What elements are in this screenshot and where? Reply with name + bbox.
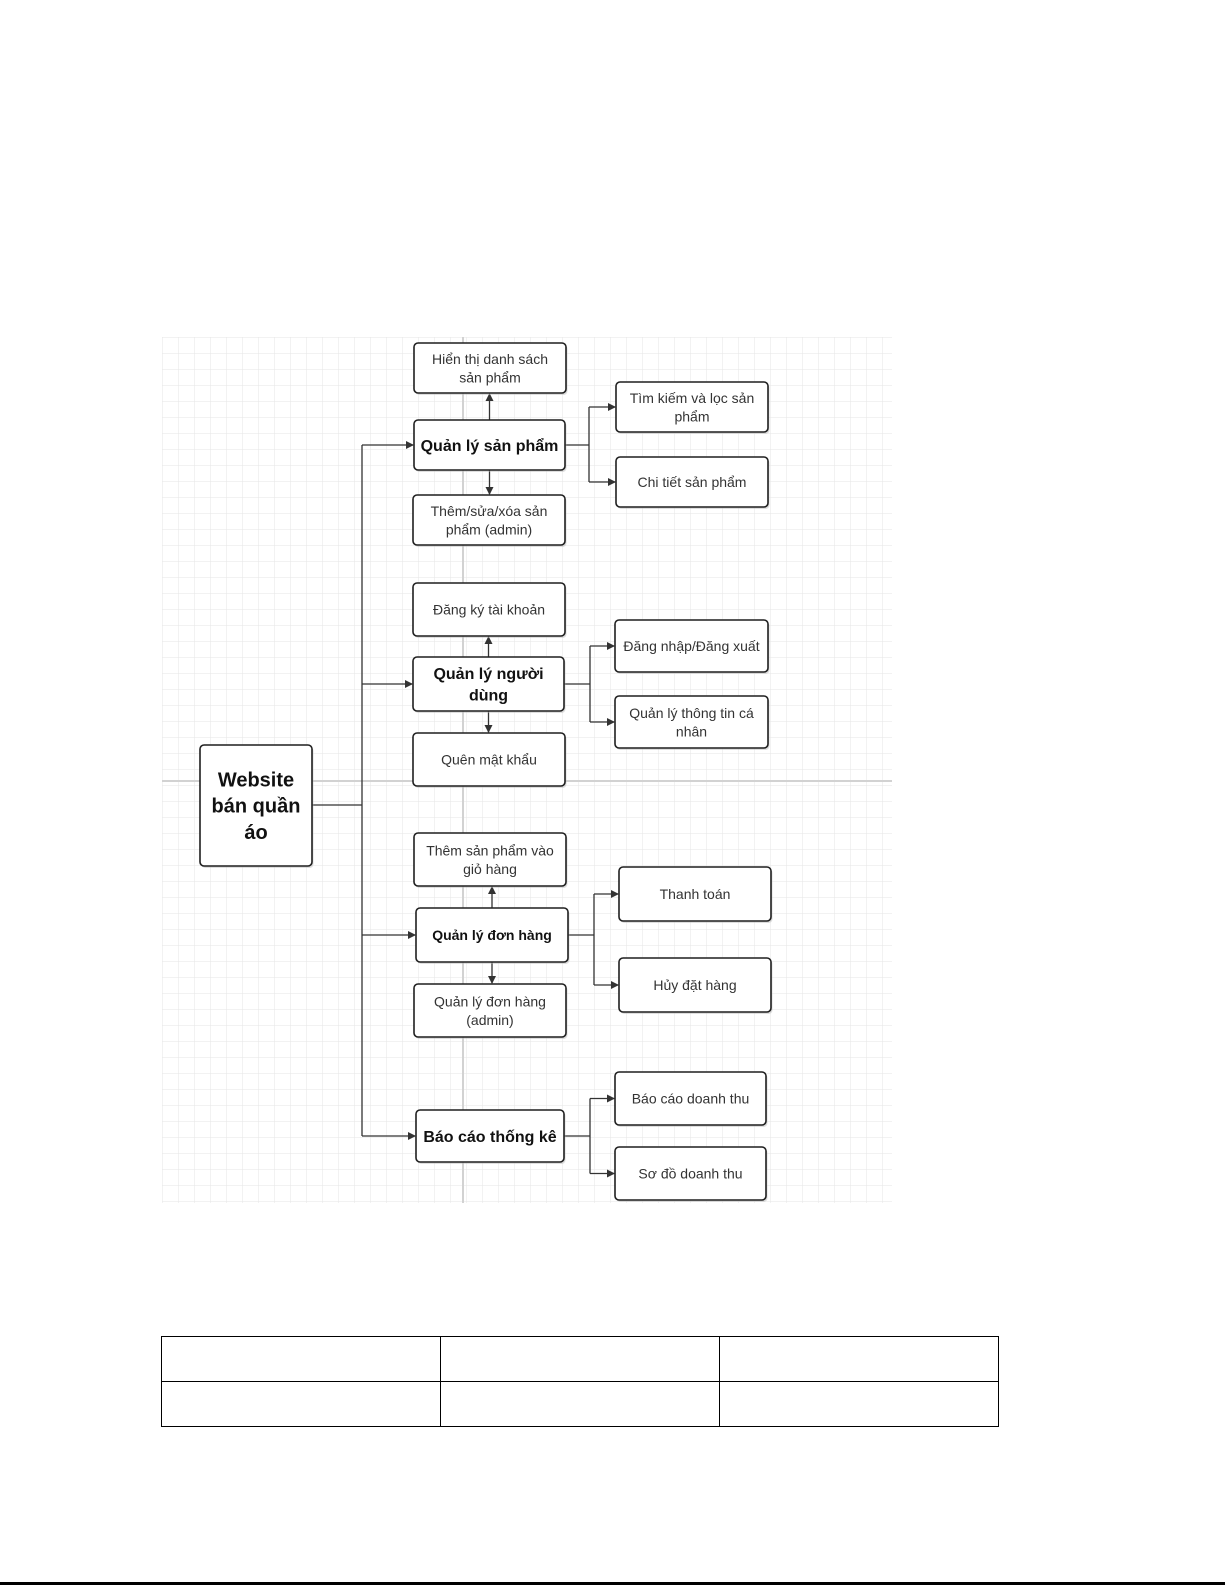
child-node-products-below-text-line: Thêm/sửa/xóa sản (431, 503, 548, 519)
empty-table (161, 1336, 999, 1427)
connector-lines (312, 393, 619, 1178)
child-node-users-right-0: Đăng nhập/Đăng xuất (614, 619, 770, 674)
child-node-users-below: Quên mật khẩu (412, 732, 567, 788)
child-node-products-right-1-text-line: Chi tiết sản phẩm (638, 474, 747, 490)
child-node-orders-above-text-line: Thêm sản phẩm vào (426, 842, 554, 858)
hub-node-products-text-line: Quản lý sản phẩm (421, 437, 559, 455)
child-node-users-right-0-text-line: Đăng nhập/Đăng xuất (623, 638, 759, 654)
child-node-orders-below-text-line: (admin) (466, 1012, 513, 1028)
hub-node-orders: Quản lý đơn hàng (415, 907, 570, 964)
root-node-website: Website bán quần áo (199, 744, 314, 868)
child-node-orders-below-text-line: Quản lý đơn hàng (434, 993, 546, 1009)
child-node-products-right-0: Tìm kiếm và lọc sản phẩm (615, 381, 770, 434)
table-cell (440, 1336, 720, 1382)
table-row (161, 1336, 999, 1382)
child-node-reports-right-0: Báo cáo doanh thu (614, 1071, 768, 1127)
child-node-users-right-1-text-line: nhân (676, 723, 707, 739)
child-node-products-below: Thêm/sửa/xóa sản phẩm (admin) (412, 494, 567, 547)
hub-node-reports: Báo cáo thống kê (415, 1109, 566, 1164)
child-node-orders-right-1-text-line: Hủy đặt hàng (653, 977, 736, 993)
hub-node-users: Quản lý người dùng (412, 656, 566, 713)
table-cell (161, 1381, 441, 1427)
child-node-users-right-1-text-line: Quản lý thông tin cá (629, 705, 754, 721)
child-node-products-above: Hiển thị danh sách sản phẩm (413, 342, 568, 395)
child-node-products-right-0-text-line: Tìm kiếm và lọc sản (630, 390, 754, 406)
child-node-orders-right-0-text-line: Thanh toán (660, 886, 731, 902)
table-cell (440, 1381, 720, 1427)
child-node-users-above: Đăng ký tài khoản (412, 582, 567, 638)
root-node-website-text-line: áo (244, 822, 267, 844)
hub-node-users-text-line: Quản lý người (433, 666, 543, 683)
root-node-website-text-line: bán quần (212, 796, 301, 818)
child-node-products-above-text-line: Hiển thị danh sách (432, 351, 548, 367)
child-node-users-right-1: Quản lý thông tin cá nhân (614, 695, 770, 750)
hub-node-products: Quản lý sản phẩm (413, 419, 567, 472)
child-node-orders-below: Quản lý đơn hàng (admin) (413, 983, 568, 1039)
child-node-products-above-text-line: sản phẩm (459, 369, 520, 385)
child-node-users-above-text-line: Đăng ký tài khoản (433, 602, 545, 618)
table-cell (719, 1336, 999, 1382)
table-cell (719, 1381, 999, 1427)
diagram-nodes: Website bán quần áo Quản lý sản phẩm Hiển th… (199, 342, 773, 1202)
hub-node-orders-text-line: Quản lý đơn hàng (432, 927, 552, 943)
child-node-reports-right-1: Sơ đồ doanh thu (614, 1146, 768, 1202)
table-cell (161, 1336, 441, 1382)
child-node-orders-above: Thêm sản phẩm vào giỏ hàng (413, 832, 568, 888)
child-node-products-right-0-text-line: phẩm (674, 408, 709, 424)
child-node-users-below-text-line: Quên mật khẩu (441, 752, 537, 768)
function-diagram: Website bán quần áo Quản lý sản phẩm Hiển th… (162, 337, 892, 1203)
child-node-orders-right-1: Hủy đặt hàng (618, 957, 773, 1014)
hub-node-reports-text-line: Báo cáo thống kê (423, 1129, 556, 1146)
child-node-orders-right-0: Thanh toán (618, 866, 773, 923)
page-bottom-rule (0, 1582, 1225, 1585)
child-node-products-below-text-line: phẩm (admin) (446, 521, 532, 537)
child-node-orders-above-text-line: giỏ hàng (463, 861, 517, 877)
root-node-website-text-line: Website (218, 769, 294, 791)
hub-node-users-text-line: dùng (469, 687, 508, 704)
child-node-products-right-1: Chi tiết sản phẩm (615, 456, 770, 509)
table-row (161, 1381, 999, 1427)
document-table (161, 1336, 999, 1427)
child-node-reports-right-1-text-line: Sơ đồ doanh thu (638, 1166, 742, 1182)
child-node-reports-right-0-text-line: Báo cáo doanh thu (632, 1091, 750, 1107)
diagram-canvas: Website bán quần áo Quản lý sản phẩm Hiển th… (162, 337, 892, 1203)
